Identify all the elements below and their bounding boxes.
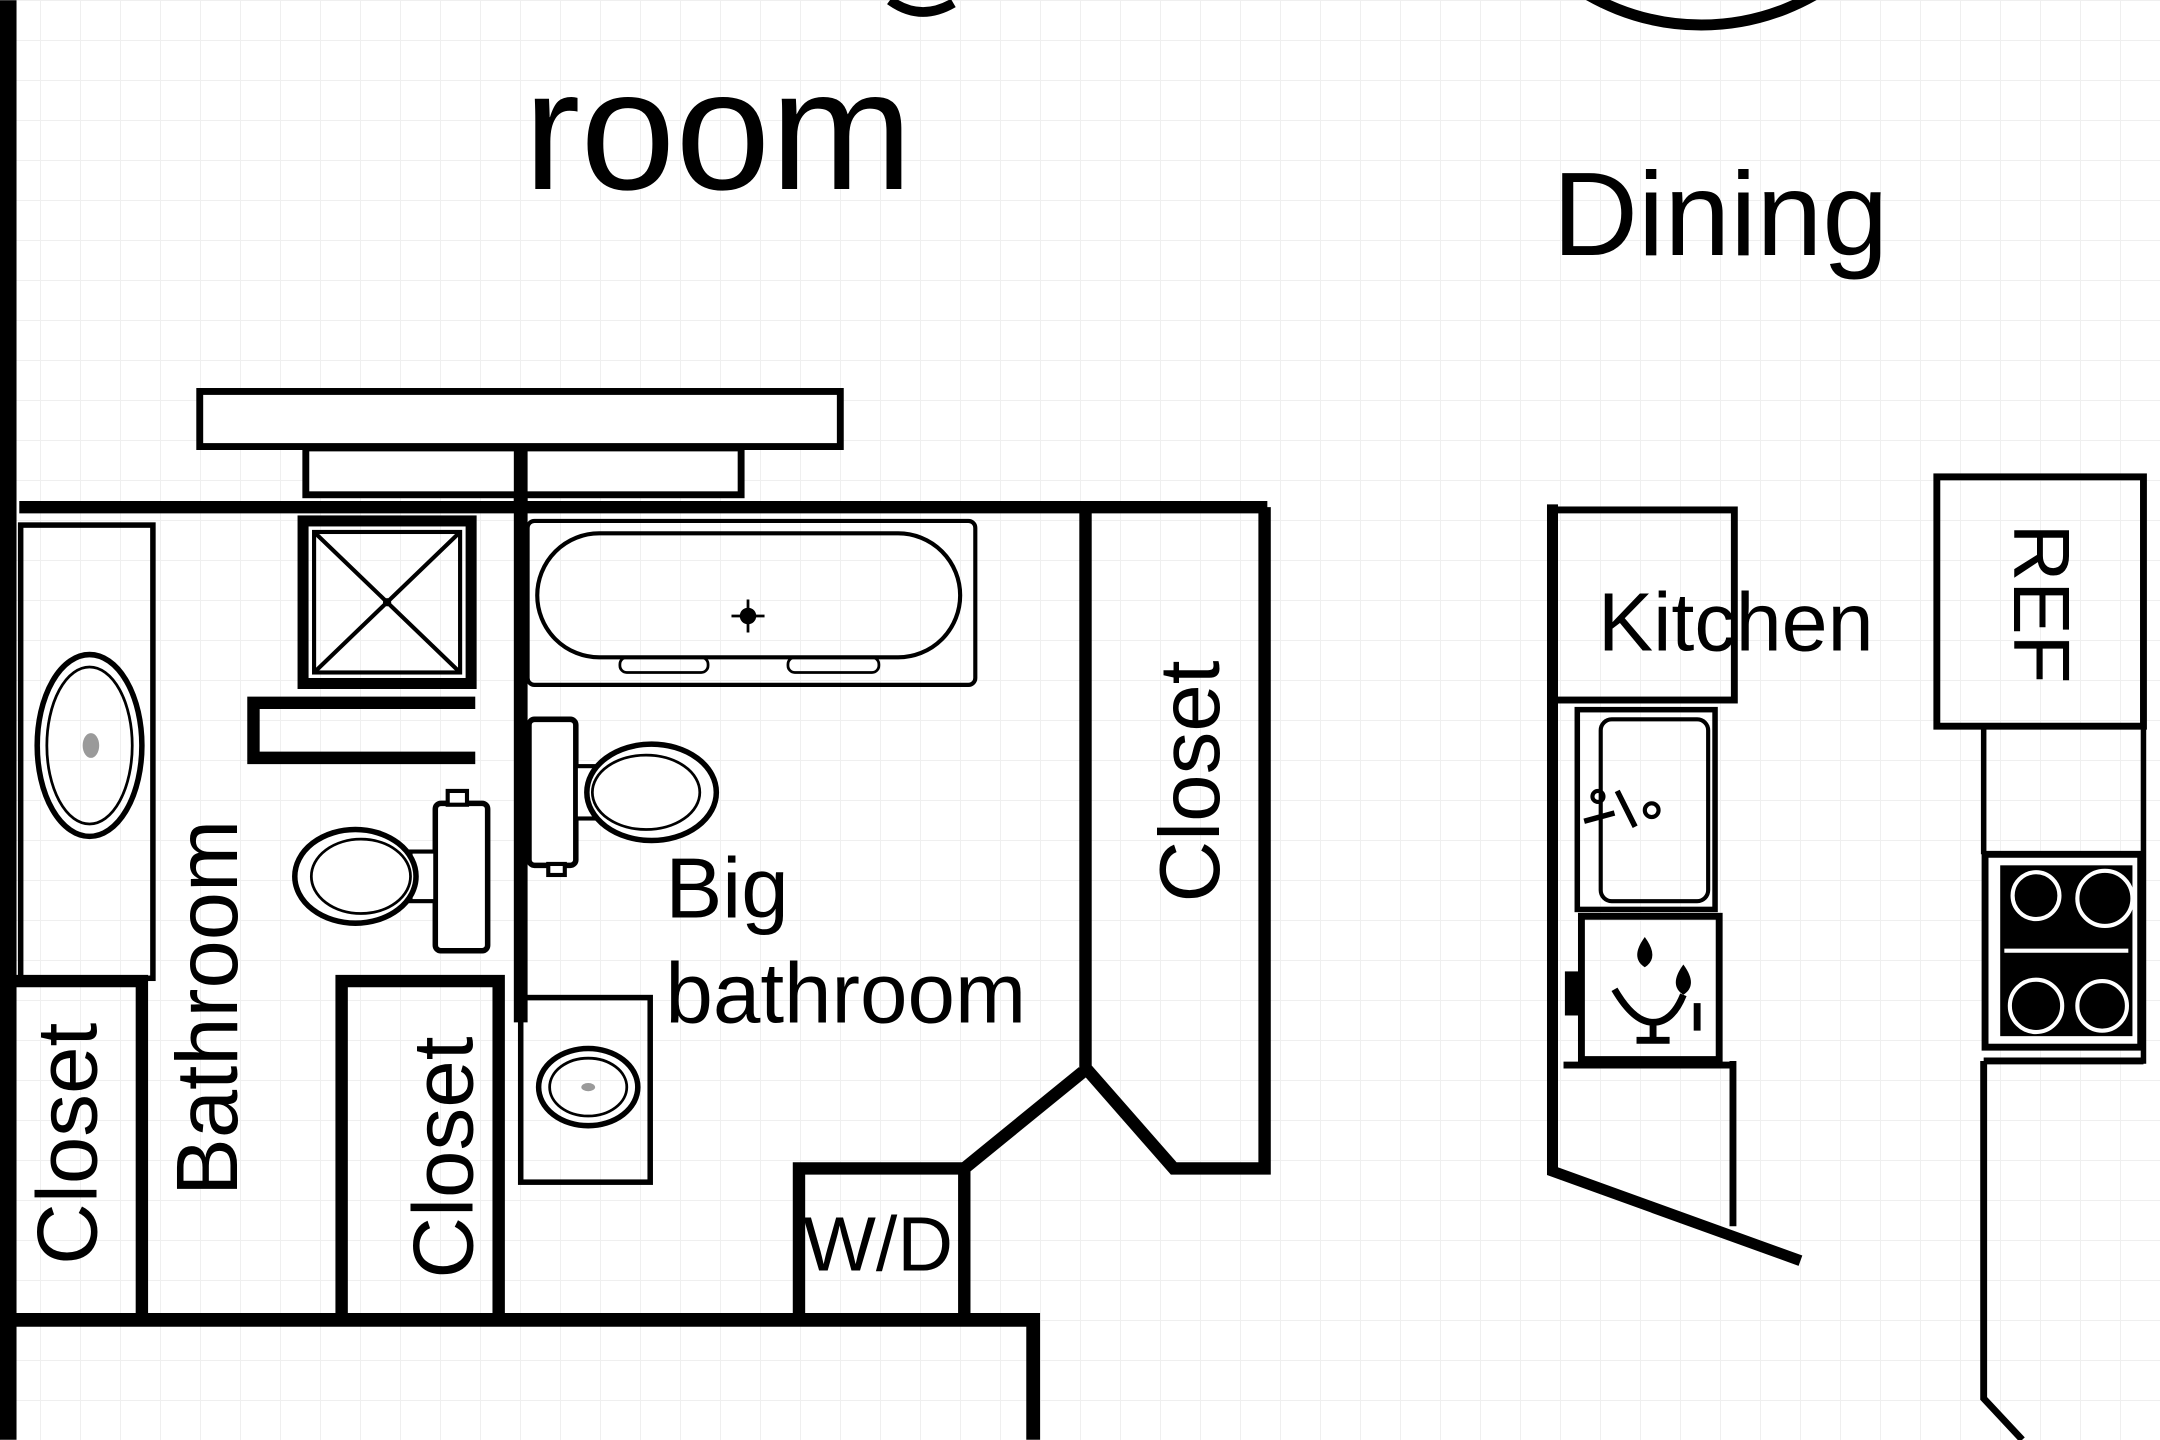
vanity-counter (17, 522, 156, 982)
dishwasher-glass-icon (1611, 987, 1701, 1044)
big-toilet-bowl (584, 741, 720, 844)
kitchen-faucet-knob-right (1642, 801, 1661, 820)
kitchen-label: Kitchen (1598, 575, 1874, 668)
toilet-seat (309, 837, 412, 915)
hall-angled-wall (960, 1067, 1087, 1174)
bathroom-label: Bathroom (159, 820, 256, 1196)
bathtub-step-right (786, 655, 881, 674)
kitchen-sink-basin (1598, 717, 1711, 904)
bathtub-drain-crosshair (731, 599, 765, 633)
toilet-handle (445, 788, 470, 807)
shower-partition-wall (247, 696, 476, 765)
kitchen-upper-counter (1549, 506, 1738, 704)
closets: Closet Closet Closet (20, 660, 1238, 1278)
vanity-sink-outer (34, 651, 145, 840)
walls (0, 0, 1271, 1440)
big-bathroom-label-line2: bathroom (665, 946, 1026, 1041)
big-toilet-seat (590, 753, 702, 831)
stove-burner-back-right (2075, 868, 2135, 929)
right-lower-counter (1980, 1057, 2144, 1440)
stove-burner-front-right (2075, 978, 2130, 1033)
kitchen: Kitchen (1546, 504, 1874, 1266)
appliances: REF (1933, 473, 2147, 1440)
big-bathroom-vanity (517, 994, 653, 1185)
right-closet-label: Closet (1143, 660, 1238, 902)
bathroom: Bathroom (17, 515, 491, 1196)
kitchen-faucet-spout (1583, 789, 1638, 828)
stove-burner-front-left (2007, 977, 2065, 1035)
dining-table-edge (1586, 0, 1817, 31)
toilet-tank (432, 800, 491, 954)
bathtub-step-left (618, 655, 710, 674)
dishwasher-drop-icon (1637, 936, 1691, 995)
living-room-title-fragment (887, 0, 956, 17)
dishwasher (1577, 912, 1723, 1064)
kitchen-lower-cabinet (1563, 1060, 1737, 1227)
shower-inner (312, 529, 463, 675)
dining-table (1586, 0, 1817, 31)
breakfast-bar-top (196, 388, 844, 450)
right-closet-wall (1079, 507, 1271, 1175)
refrigerator-label: REF (1997, 524, 2086, 684)
breakfast-bar (196, 388, 844, 508)
toilet-bowl (292, 826, 419, 926)
dishwasher-handle (1564, 971, 1579, 1016)
kitchen-sink-cabinet (1574, 706, 1718, 913)
bathroom-wing-bottom-wall (13, 1313, 1041, 1440)
big-bathroom-sink-inner (548, 1056, 629, 1118)
kitchen-left-counter-edge (1546, 504, 1803, 1266)
left-closet-label: Closet (20, 1023, 115, 1265)
middle-closet-label: Closet (397, 1036, 492, 1278)
kitchen-faucet-knob-left (1590, 788, 1606, 805)
bathtub-outer (525, 518, 978, 687)
big-bathroom-sink-drain (581, 1082, 596, 1092)
shower-drain (382, 598, 392, 607)
big-bathroom-sink-outer (535, 1045, 641, 1129)
bathtub-basin (535, 531, 963, 660)
big-bathroom: Big bathroom (517, 518, 1026, 1185)
big-toilet-tank (526, 716, 579, 869)
dining-label: Dining (1553, 149, 1889, 281)
middle-closet-wall (335, 974, 505, 1320)
washer-dryer-label: W/D (803, 1201, 953, 1287)
big-bathroom-label-line1: Big (665, 842, 788, 937)
left-exterior-wall (0, 0, 17, 1440)
washer-dryer-wall (792, 1162, 971, 1320)
living-room-label: room (523, 35, 912, 226)
vanity-sink-inner (45, 665, 134, 826)
stove-burner-back-left (2010, 870, 2062, 922)
shower-outer (297, 515, 477, 690)
big-toilet-handle (546, 861, 567, 878)
vanity-sink-drain (82, 733, 100, 758)
